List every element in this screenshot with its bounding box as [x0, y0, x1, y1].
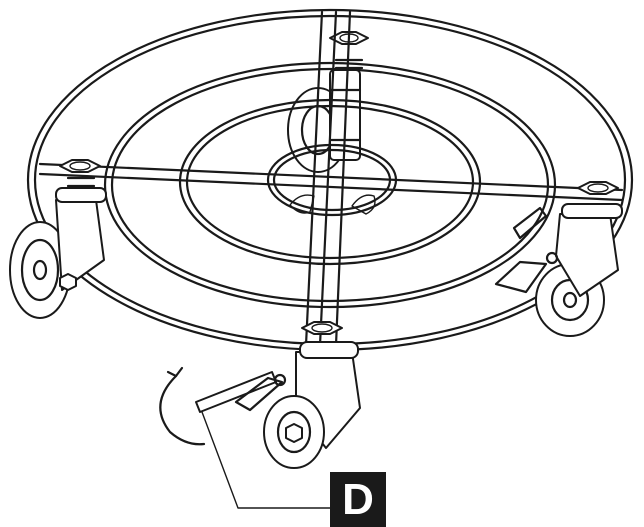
center-hub — [266, 143, 398, 217]
caster-left — [9, 159, 107, 319]
middle-ring — [103, 61, 557, 309]
callout-label-box: D — [330, 472, 386, 527]
caster-right — [494, 181, 623, 337]
curved-arrow-icon — [159, 366, 206, 446]
brake-lever-icon — [195, 371, 287, 413]
callout-label: D — [342, 474, 374, 524]
callout-leader — [201, 411, 333, 509]
cross-bars — [38, 10, 624, 347]
inner-ring — [178, 98, 482, 266]
caster-front — [263, 321, 361, 469]
